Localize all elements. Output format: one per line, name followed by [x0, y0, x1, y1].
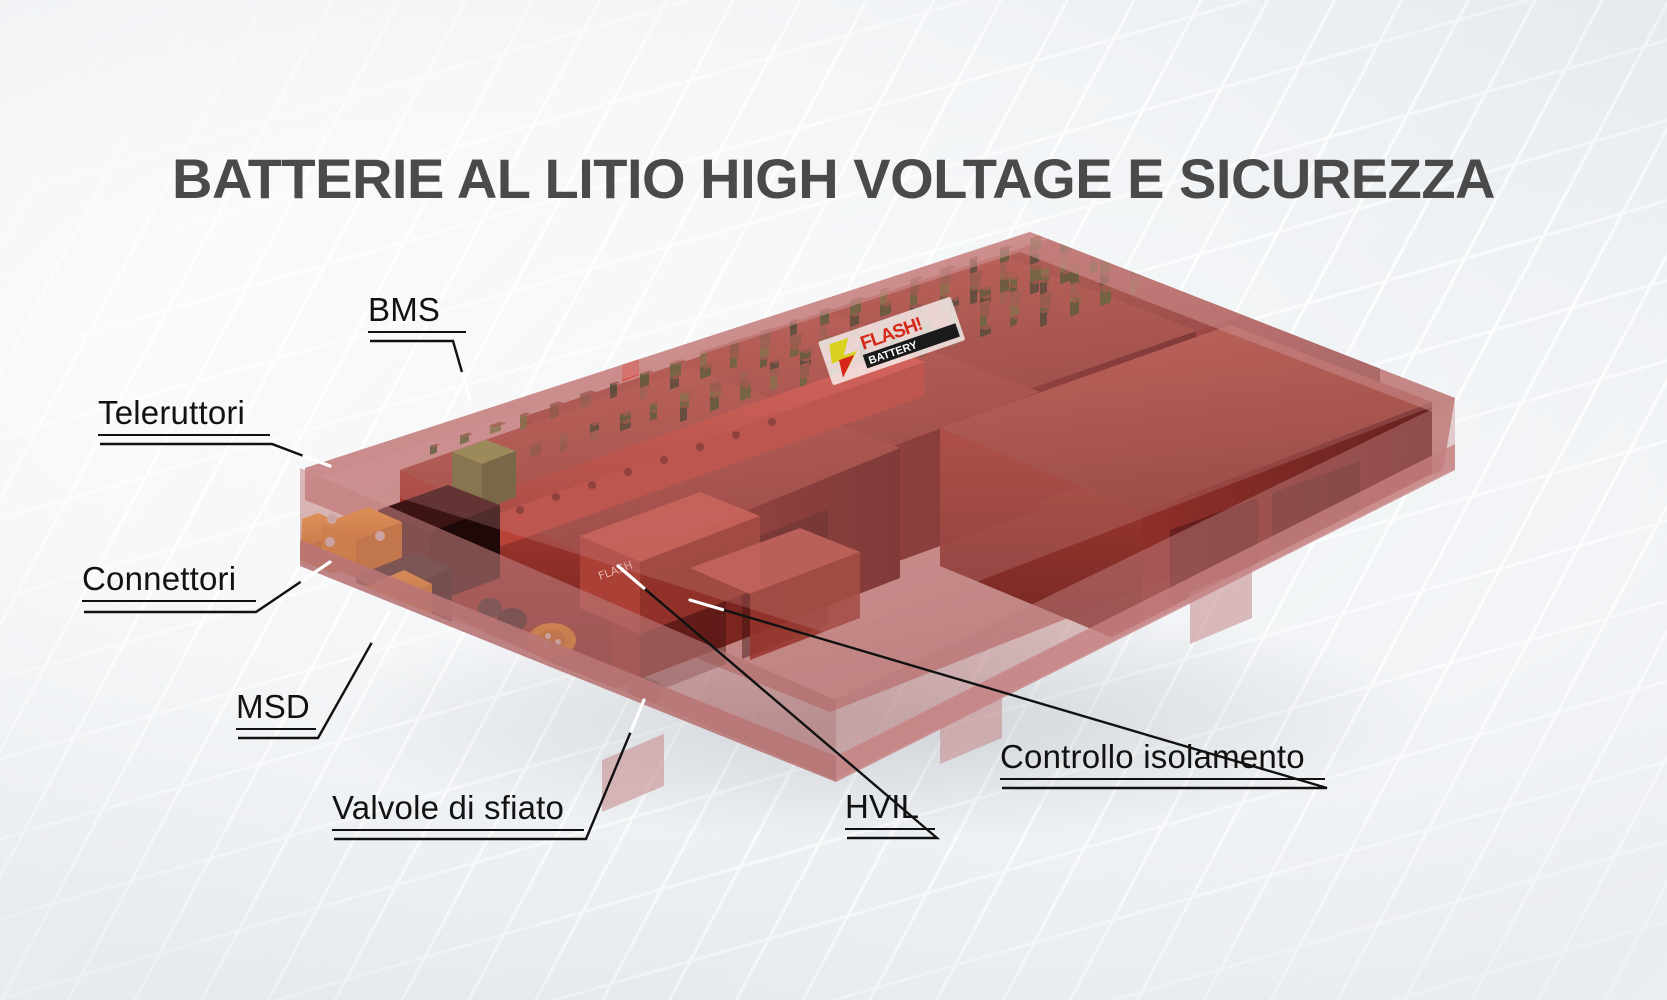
leader-hvil — [617, 565, 941, 840]
callout-valvole-di-sfiato-underline — [332, 828, 584, 831]
callout-leader-lines — [84, 339, 1328, 841]
callout-connettori-text: Connettori — [82, 560, 237, 597]
leader-tip-bms — [460, 371, 472, 402]
callout-hvil: HVIL — [845, 788, 935, 830]
leader-valvole-di-sfiato — [334, 699, 646, 841]
callout-msd-underline — [236, 727, 316, 730]
flash-battery-logo: FLASH! BATTERY — [818, 296, 965, 385]
callout-controllo-isolamento: Controllo isolamento — [1000, 738, 1325, 780]
callout-teleruttori: Teleruttori — [98, 394, 270, 436]
callout-teleruttori-text: Teleruttori — [98, 394, 246, 431]
lightning-bolt-icon — [829, 337, 857, 378]
isolation-control-plate — [690, 528, 860, 660]
callout-bms: BMS — [368, 291, 466, 333]
callout-leader-tips — [300, 371, 725, 733]
leader-tip-valvole-di-sfiato — [629, 698, 646, 733]
leader-bms — [370, 339, 472, 401]
leader-tip-hvil — [616, 564, 646, 590]
callout-msd-text: MSD — [236, 688, 310, 725]
callout-msd: MSD — [236, 688, 316, 730]
callout-bms-underline — [368, 330, 466, 333]
callout-connettori: Connettori — [82, 560, 256, 602]
callout-connettori-underline — [82, 599, 256, 602]
leader-tip-connettori — [300, 560, 332, 583]
leader-tip-controllo-isolamento — [688, 598, 725, 612]
enclosure-walls — [300, 398, 1455, 812]
leader-tip-teleruttori — [302, 454, 332, 468]
leader-teleruttori — [100, 442, 331, 468]
callout-teleruttori-underline — [98, 433, 270, 436]
enclosure-transparent-lid — [305, 232, 1455, 636]
page-title: BATTERIE AL LITIO HIGH VOLTAGE E SICUREZ… — [172, 146, 1496, 210]
leader-msd — [238, 611, 391, 740]
leader-tip-msd — [370, 610, 391, 644]
callout-bms-text: BMS — [368, 291, 441, 328]
callout-valvole-di-sfiato-text: Valvole di sfiato — [332, 789, 565, 826]
callout-hvil-underline — [845, 827, 935, 830]
leader-controllo-isolamento — [689, 598, 1328, 790]
callout-valvole-di-sfiato: Valvole di sfiato — [332, 789, 584, 831]
callout-controllo-isolamento-underline — [1000, 777, 1325, 780]
callout-hvil-text: HVIL — [845, 788, 920, 825]
callout-controllo-isolamento-text: Controllo isolamento — [1000, 738, 1305, 775]
